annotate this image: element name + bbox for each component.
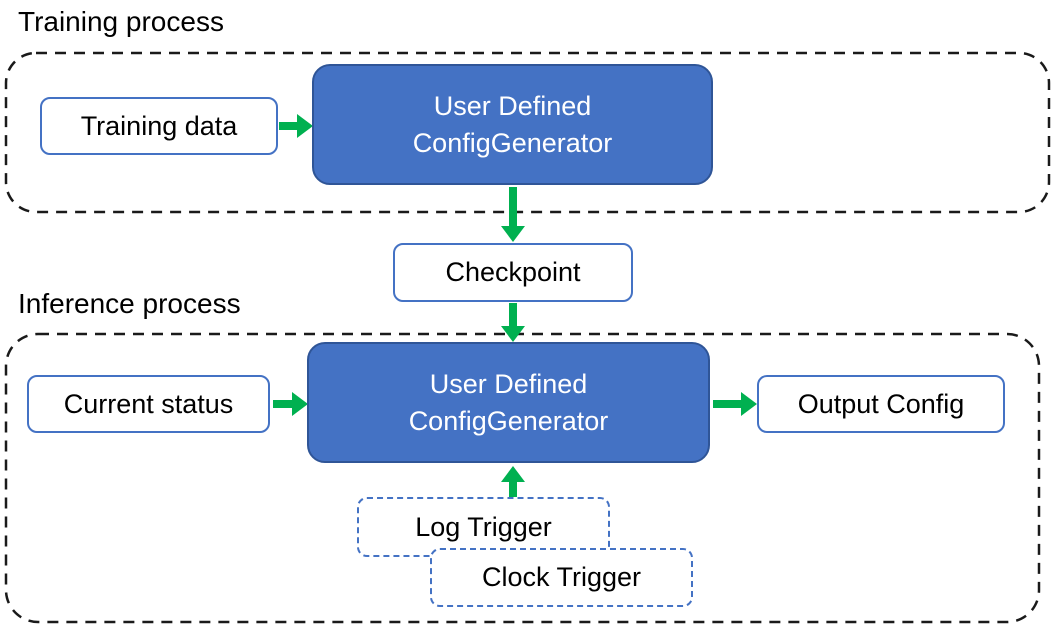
inference-config-generator-node: User Defined ConfigGenerator xyxy=(307,342,710,463)
output-config-node: Output Config xyxy=(757,375,1005,433)
training-config-generator-node: User Defined ConfigGenerator xyxy=(312,64,713,185)
clock-trigger-node: Clock Trigger xyxy=(430,548,693,607)
training-data-label: Training data xyxy=(80,110,238,141)
clock-trigger-label: Clock Trigger xyxy=(481,562,642,592)
training-generator-line1: User Defined xyxy=(433,90,592,121)
arrow-down-generator-to-checkpoint-icon xyxy=(501,187,525,242)
arrow-right-current-status-to-generator-icon xyxy=(273,392,308,416)
current-status-node: Current status xyxy=(27,375,270,433)
inference-process-label: Inference process xyxy=(18,288,241,319)
checkpoint-label: Checkpoint xyxy=(445,257,581,287)
checkpoint-node: Checkpoint xyxy=(393,243,633,302)
training-process-label: Training process xyxy=(18,6,224,37)
output-config-label: Output Config xyxy=(797,388,965,419)
arrow-right-generator-to-output-config-icon xyxy=(713,392,757,416)
inference-generator-line1: User Defined xyxy=(429,368,588,399)
inference-process-container xyxy=(4,332,1041,624)
arrow-up-triggers-to-generator-icon xyxy=(501,466,525,497)
training-generator-line2: ConfigGenerator xyxy=(412,127,613,158)
log-trigger-label: Log Trigger xyxy=(415,511,552,542)
arrow-down-checkpoint-to-generator-icon xyxy=(501,303,525,342)
training-data-node: Training data xyxy=(40,97,278,155)
arrow-right-training-data-to-generator-icon xyxy=(279,114,313,138)
inference-generator-line2: ConfigGenerator xyxy=(408,405,609,436)
current-status-label: Current status xyxy=(63,388,234,419)
